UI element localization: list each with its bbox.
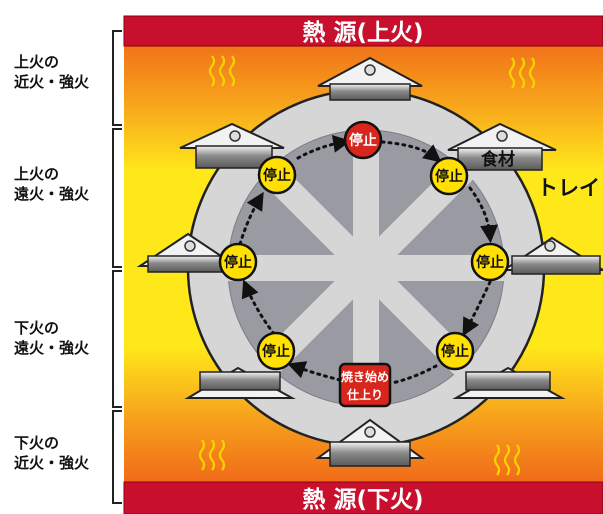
- stop-marker-left: 停止: [218, 242, 258, 282]
- zone-bracket-bottom-near: [112, 410, 122, 504]
- zone-bracket-top-far: [112, 128, 122, 268]
- tray-label: トレイ: [537, 176, 600, 200]
- stop-marker-upper-right: 停止: [429, 156, 469, 196]
- food-holder-upper-left: [179, 122, 285, 169]
- food-holder-bottom: [314, 418, 426, 467]
- food-holder-lower-right: [452, 366, 566, 399]
- food-label: 食材: [481, 149, 515, 170]
- zone-label-bottom-near: 下火の近火・強火: [14, 434, 90, 472]
- bottom-heater: 熱 源(下火): [123, 481, 603, 514]
- stop-marker-top: 停止: [343, 120, 383, 160]
- start-finish-marker: 焼き始め 仕上り: [338, 362, 392, 408]
- food-holder-lower-left: [184, 366, 296, 399]
- svg-text:停止: 停止: [224, 254, 252, 271]
- start-label: 焼き始め: [341, 369, 389, 384]
- zone-label-top-near: 上火の近火・強火: [14, 53, 90, 91]
- food-holder-right: [500, 236, 603, 275]
- tray-hub: [344, 246, 388, 290]
- zone-label-bottom-far: 下火の遠火・強火: [14, 319, 90, 357]
- svg-text:停止: 停止: [476, 254, 504, 271]
- food-holder-top: [317, 56, 423, 101]
- zone-bracket-top-near: [112, 30, 122, 126]
- stop-marker-lower-left: 停止: [256, 331, 296, 371]
- top-heater: 熱 源(上火): [123, 15, 603, 47]
- stop-marker-upper-left: 停止: [257, 155, 297, 195]
- stop-marker-right: 停止: [470, 242, 510, 282]
- zone-bracket-bottom-far: [112, 270, 122, 408]
- heat-source-top-label: 熱 源(上火): [302, 20, 423, 46]
- svg-text:停止: 停止: [349, 132, 377, 149]
- svg-text:停止: 停止: [435, 168, 463, 185]
- food-holders: [136, 56, 603, 467]
- stop-marker-lower-right: 停止: [435, 331, 475, 371]
- rotation-path: [238, 134, 499, 385]
- food-holder-left: [136, 232, 240, 273]
- zone-label-column: 上火の近火・強火 上火の遠火・強火 下火の遠火・強火 下火の近火・強火: [0, 0, 125, 514]
- svg-text:停止: 停止: [441, 343, 469, 360]
- zone-label-top-far: 上火の遠火・強火: [14, 165, 90, 203]
- heat-wave-icons: [198, 55, 536, 476]
- svg-text:停止: 停止: [262, 343, 290, 360]
- finish-label: 仕上り: [346, 387, 383, 402]
- svg-text:停止: 停止: [263, 167, 291, 184]
- food-holder-upper-right: [447, 122, 557, 171]
- heat-source-bottom-label: 熱 源(下火): [302, 487, 423, 513]
